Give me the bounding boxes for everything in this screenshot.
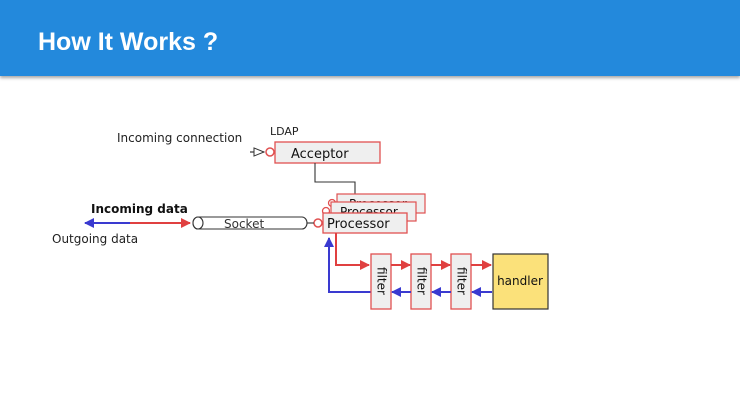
filter-1: filter	[370, 253, 392, 310]
processor-box	[322, 212, 408, 234]
handler-label: handler	[497, 274, 543, 288]
filter-2: filter	[410, 253, 432, 310]
filter-2-label: filter	[415, 267, 429, 295]
ldap-label: LDAP	[270, 125, 299, 138]
filter-2-box	[410, 253, 432, 310]
acceptor-box	[274, 141, 381, 164]
incoming-data-label: Incoming data	[91, 202, 188, 216]
socket-label: Socket	[224, 217, 264, 231]
acceptor-port	[265, 147, 275, 157]
acceptor-label: Acceptor	[291, 147, 349, 162]
filter-1-label: filter	[375, 267, 389, 295]
incoming-connection-label: Incoming connection	[117, 131, 242, 145]
filter-3-box	[450, 253, 472, 310]
title-bar: How It Works ?	[0, 0, 740, 76]
filter-1-box	[370, 253, 392, 310]
processor-port	[313, 218, 323, 228]
processor-to-filter-arrow	[335, 233, 370, 270]
processor-label: Processor	[327, 217, 390, 232]
socket-end	[192, 216, 204, 230]
filter-3: filter	[450, 253, 472, 310]
filter-3-label: filter	[455, 267, 469, 295]
handler-box	[492, 253, 549, 310]
slide-title: How It Works ?	[38, 28, 219, 56]
filter-to-processor-arrow	[324, 237, 371, 293]
socket: Socket	[192, 216, 308, 231]
outgoing-data-label: Outgoing data	[52, 232, 138, 246]
